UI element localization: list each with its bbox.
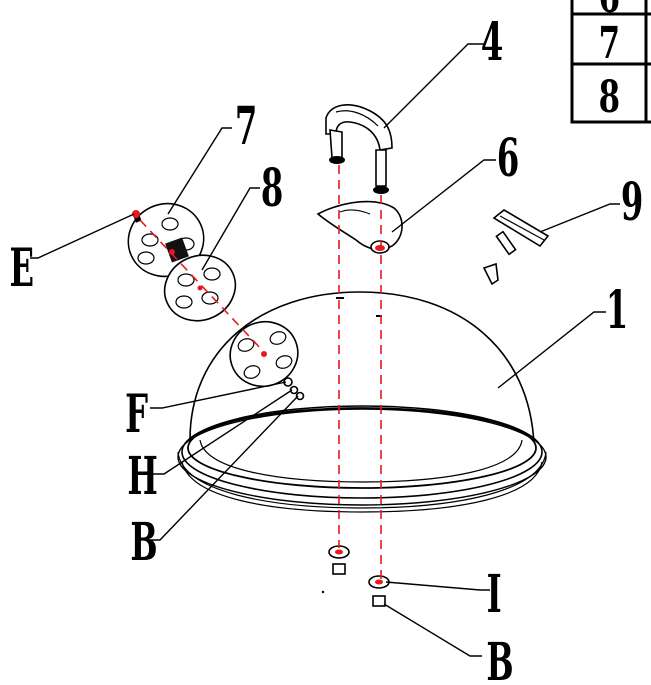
heat-shield-part — [316, 200, 403, 254]
callout-washer-f: F — [125, 384, 148, 445]
callout-lid: 1 — [606, 280, 628, 341]
damper-inner-part — [163, 254, 237, 322]
table-row-number: 6 — [599, 0, 620, 22]
table-row-number: 8 — [599, 70, 620, 122]
callout-damper-inner: 8 — [261, 158, 283, 219]
leader-lines — [30, 43, 620, 657]
callout-bolt-e: E — [10, 238, 35, 299]
callout-nut-b-bottom: B — [486, 632, 513, 685]
assembly-paths — [139, 165, 382, 580]
stray-dot — [321, 590, 325, 594]
callout-heat-shield: 6 — [497, 128, 519, 189]
hardware-nut-b-bottom — [372, 595, 386, 607]
callout-damper-outer: 7 — [235, 96, 257, 157]
hardware-bolt-e — [132, 210, 142, 223]
callout-washer-i: I — [487, 564, 502, 625]
table-row-number: 7 — [599, 16, 620, 68]
callout-nut-b-vent: B — [130, 512, 157, 573]
callout-labels: 1 4 6 7 8 9 E F H B I B — [10, 12, 644, 685]
hardware-nut-b-vent — [295, 391, 305, 401]
lid-dome — [177, 291, 547, 513]
hardware-handle-bottom-left — [328, 545, 350, 575]
callout-handle: 4 — [481, 12, 503, 73]
hardware-nut-h — [289, 385, 299, 395]
hardware-washer-i — [368, 575, 390, 589]
handle-part — [325, 104, 393, 194]
callout-thermometer: 9 — [621, 172, 643, 233]
parts-table: 6 7 8 — [570, 0, 651, 124]
damper-outer-part — [127, 202, 205, 278]
callout-nut-h: H — [127, 446, 157, 507]
thermometer-part — [482, 209, 550, 286]
